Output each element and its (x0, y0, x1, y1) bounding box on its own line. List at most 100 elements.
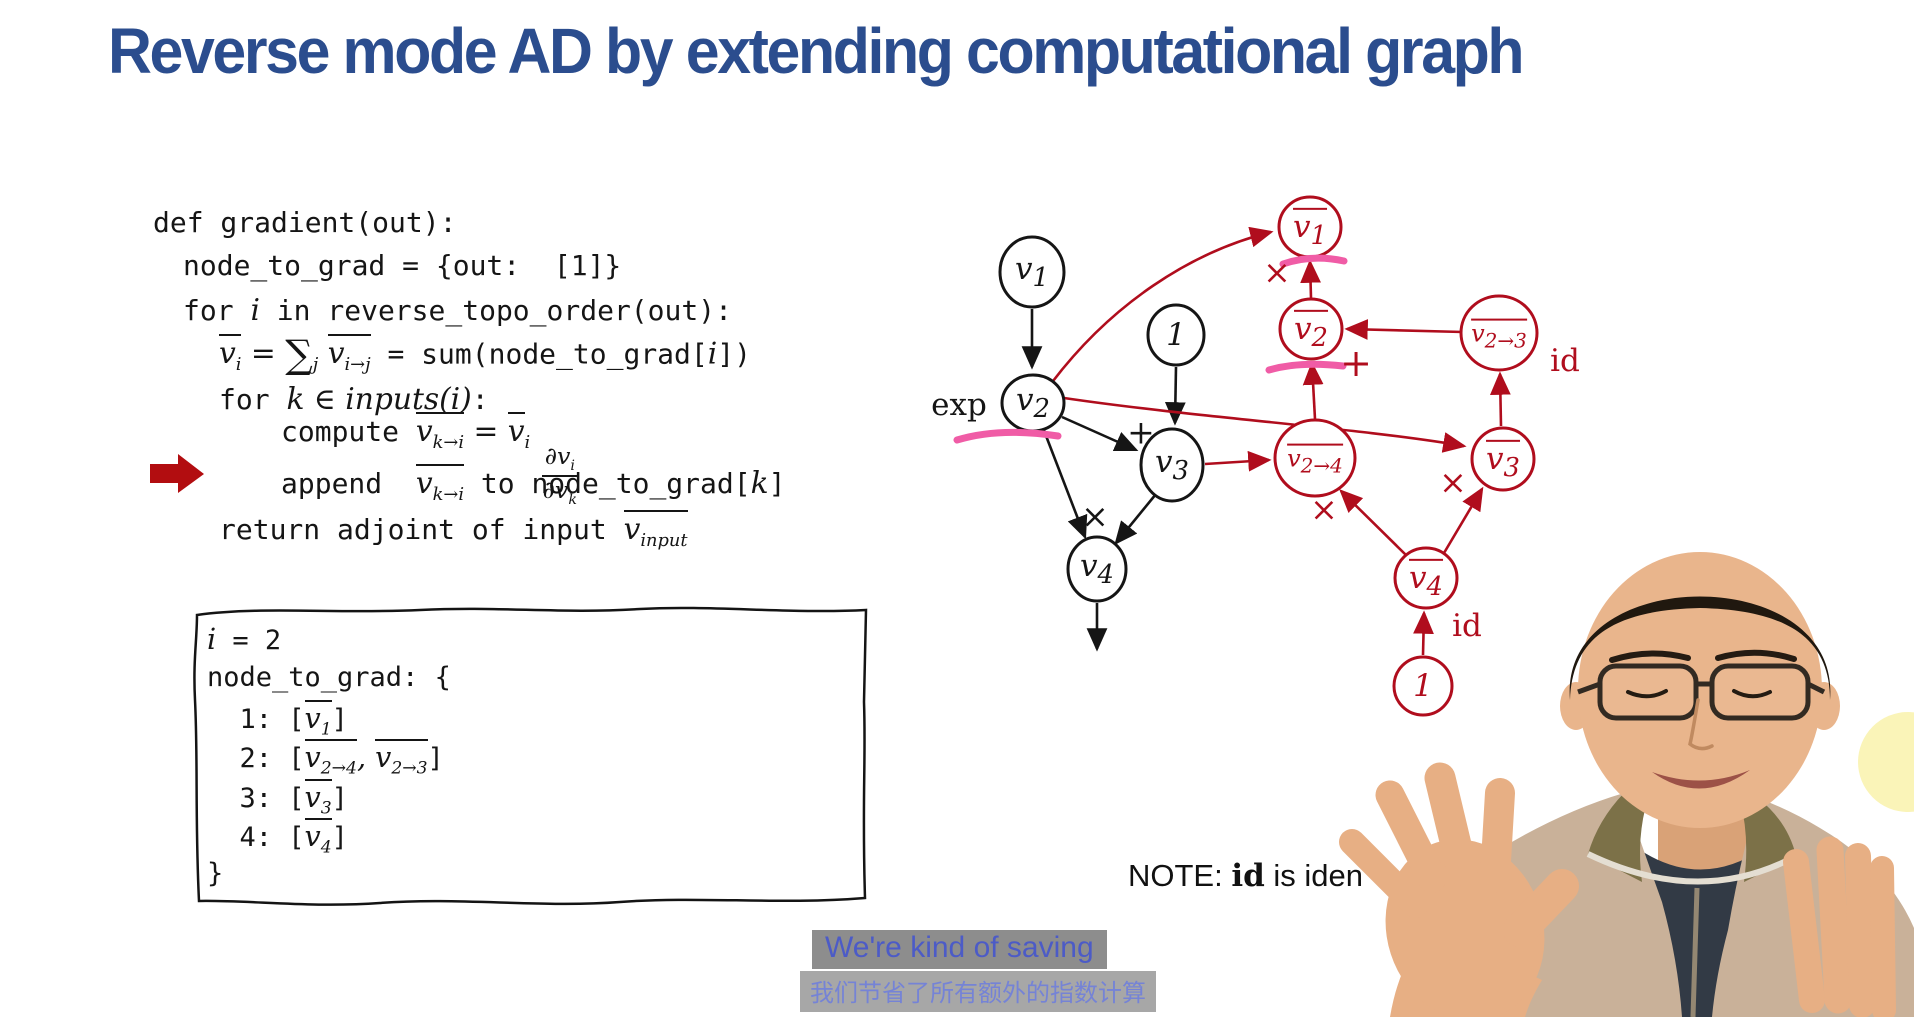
code-line-6: compute vk→i = vi ∂vi∂vk (281, 412, 578, 508)
box-line-close: } (207, 858, 224, 889)
person-head (1578, 552, 1822, 828)
node-adjv2-circle (1278, 297, 1344, 361)
right-hand-finger-4 (1870, 856, 1896, 1017)
person-eyebrow-left (1609, 650, 1691, 663)
node-v4-label: v4 (1080, 547, 1114, 591)
box-line-i: i = 2 (207, 622, 282, 656)
hand-fingers (1339, 762, 1579, 947)
box-line-2: 2: [v2→4, v2→3] (207, 739, 444, 779)
edge-v2-adjv1-curve (1048, 226, 1274, 386)
code-line-2: node_to_grad = {out: [1]} (183, 249, 622, 282)
sketch-box-border (193, 606, 868, 906)
slide-title: Reverse mode AD by extending computation… (108, 15, 1525, 87)
right-hand-finger-1 (1783, 849, 1825, 1013)
op-times-red-top: × (1263, 252, 1291, 292)
person-right-hand (1783, 836, 1896, 1017)
node-v2-label: v2 (1016, 381, 1050, 425)
node-v3-label: v3 (1155, 443, 1189, 487)
person-eye-left (1626, 689, 1668, 699)
edge-v3-v4 (1114, 493, 1158, 546)
pink-highlights (953, 254, 1348, 444)
op-times-red-mid: × (1310, 489, 1338, 529)
person-zipper (1690, 887, 1700, 1017)
forward-edges (1021, 309, 1186, 652)
node-v4-circle (1066, 535, 1128, 603)
code-line-3: for i in reverse_topo_order(out): (183, 292, 732, 327)
op-plus-red: + (1340, 341, 1372, 385)
edge-one-v3 (1164, 366, 1186, 426)
person-mouth (1652, 770, 1750, 789)
node-adjv24-circle (1273, 418, 1357, 498)
edge-adjv2-adjv1 (1300, 259, 1321, 299)
hand-finger-ring (1375, 780, 1447, 893)
right-hand-finger-3 (1845, 843, 1875, 1017)
glasses-lens-right (1709, 663, 1811, 721)
edge-v2-adjv3-curve (1063, 396, 1467, 453)
node-adjv3-label: v3 (1486, 439, 1520, 484)
pink-stroke-adjv2 (1265, 360, 1347, 374)
node-adjv3-circle (1470, 426, 1536, 492)
edge-adjv3-adjv23 (1490, 371, 1511, 427)
wall-yellow-blob-top (1858, 712, 1914, 812)
box-line-open: node_to_grad: { (207, 662, 451, 693)
node-v1-circle (998, 235, 1066, 309)
subtitle-english: We're kind of saving (812, 930, 1107, 969)
edge-onered-adjv4 (1413, 610, 1434, 656)
edge-adjv24-adjv2 (1302, 361, 1324, 420)
forward-nodes (998, 235, 1206, 603)
glasses-lens-left (1597, 663, 1699, 721)
box-line-4: 4: [v4] (207, 818, 348, 858)
hand-finger-middle (1424, 762, 1478, 886)
node-adjv4-label: v4 (1409, 558, 1443, 603)
hand-finger-pinky (1339, 829, 1428, 918)
node-adjv24-label: v2→4 (1287, 443, 1343, 478)
code-line-7: append vk→i to node_to_grad[k] (281, 464, 786, 505)
box-line-3: 3: [v3] (207, 779, 348, 819)
person-raised-hand (1339, 762, 1579, 1017)
node-one-circle (1146, 303, 1206, 367)
node-adjv1-label: v1 (1293, 207, 1327, 252)
adjoint-edges (1048, 226, 1511, 656)
edge-v2-v3 (1061, 415, 1139, 452)
right-hand-finger-2 (1816, 836, 1852, 1014)
code-line-1: def gradient(out): (153, 206, 457, 239)
hand-finger-index (1480, 778, 1515, 893)
hand-thumb (1503, 869, 1579, 947)
code-line-8: return adjoint of input vinput (219, 510, 688, 551)
person-glasses (1577, 663, 1826, 721)
edge-adjv4-adjv24 (1339, 489, 1408, 557)
pink-stroke-v2 (953, 428, 1062, 444)
node-adjv2-label: v2 (1294, 309, 1328, 354)
node-adjv4-circle (1393, 546, 1459, 610)
edge-adjv23-adjv2 (1344, 319, 1464, 340)
code-line-5: for k ∈ inputs(i): (219, 381, 489, 416)
person-eyebrow-right (1715, 649, 1797, 662)
node-adjv23-label: v2→3 (1471, 318, 1527, 353)
node-v1-label: v1 (1015, 250, 1049, 294)
node-onered-label: 1 (1413, 668, 1433, 704)
edge-v2-v4 (1041, 427, 1088, 540)
person-nose (1688, 698, 1714, 751)
op-id-top: id (1550, 343, 1580, 379)
note-text: NOTE: id is iden (1128, 858, 1364, 894)
glasses-temple-left (1577, 681, 1601, 695)
pink-stroke-adjv1 (1279, 254, 1348, 268)
red-arrow-pointer (150, 454, 204, 493)
node-v3-circle (1139, 427, 1205, 503)
person-figure (1404, 552, 1914, 1017)
op-exp-label: exp (931, 387, 987, 423)
person-eye-right (1732, 689, 1772, 699)
edge-adjv4-adjv3 (1442, 486, 1484, 554)
adjoint-nodes (1273, 195, 1539, 717)
code-line-4: vi = ∑j vi→j = sum(node_to_grad[i]) (219, 333, 751, 378)
person-collar-trim (1586, 851, 1798, 885)
subtitle-chinese: 我们节省了所有额外的指数计算 (800, 971, 1156, 1012)
edge-v3-adjv24 (1204, 450, 1272, 472)
glasses-temple-right (1806, 681, 1826, 695)
node-one-label: 1 (1166, 317, 1186, 353)
